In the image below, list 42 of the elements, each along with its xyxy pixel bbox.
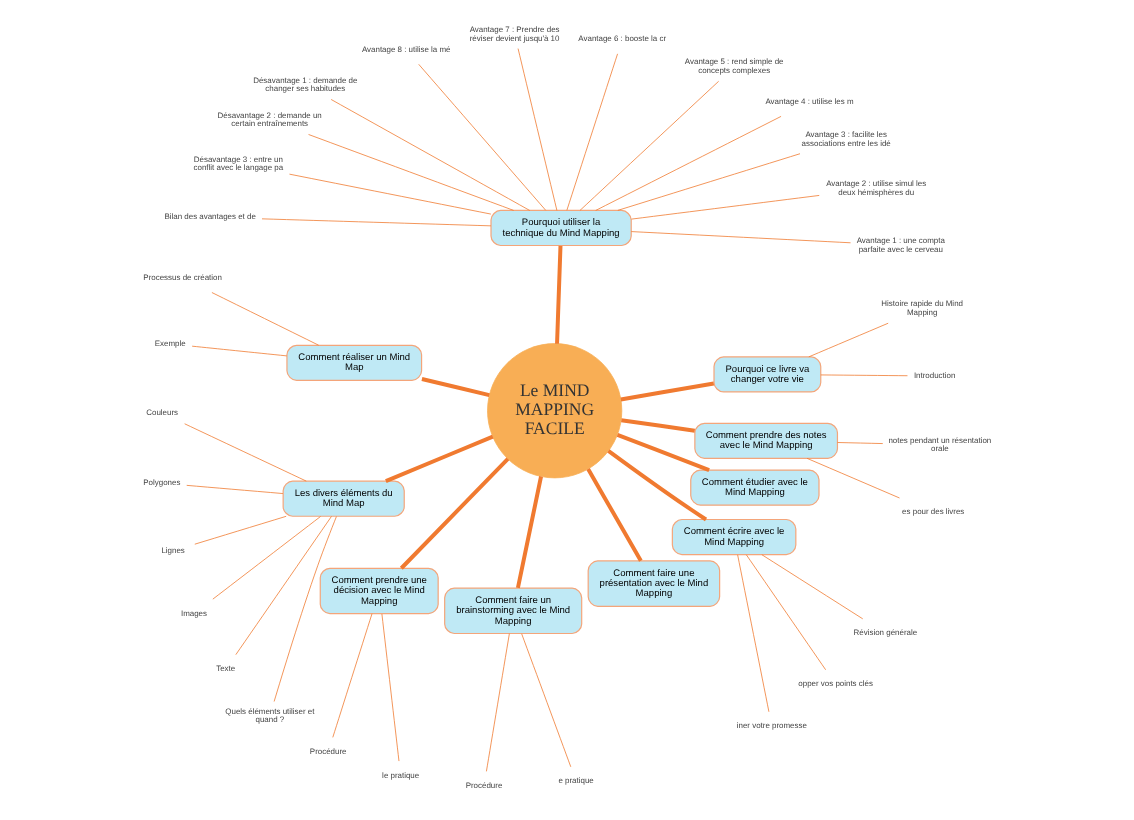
connector xyxy=(630,231,851,244)
connector xyxy=(745,554,827,671)
connector xyxy=(761,554,864,620)
connector xyxy=(235,515,332,656)
connector xyxy=(555,245,563,344)
connector xyxy=(308,134,515,211)
connector xyxy=(184,423,307,482)
connector xyxy=(273,516,337,702)
connector xyxy=(566,53,618,211)
connector xyxy=(616,433,710,472)
connector xyxy=(586,468,643,562)
connector xyxy=(385,434,494,483)
connector xyxy=(820,374,908,377)
connector xyxy=(737,554,770,713)
connector xyxy=(418,63,547,211)
connector xyxy=(837,442,884,444)
connector xyxy=(212,516,321,600)
connector xyxy=(289,173,492,215)
connector xyxy=(517,48,558,211)
connector xyxy=(806,457,900,499)
connector xyxy=(631,195,820,220)
node-circle: Le MIND MAPPING FACILE xyxy=(487,343,623,479)
connector xyxy=(261,218,492,227)
connector xyxy=(607,449,708,522)
connector xyxy=(186,484,284,494)
connector xyxy=(381,613,400,762)
connector xyxy=(617,153,801,211)
connector xyxy=(515,476,543,589)
connector xyxy=(332,613,373,738)
connector xyxy=(194,515,287,545)
connector xyxy=(595,116,782,211)
connector xyxy=(421,377,490,398)
connector xyxy=(191,345,288,357)
connector xyxy=(808,322,889,358)
connector xyxy=(486,633,510,772)
connector xyxy=(521,633,572,768)
connector xyxy=(399,457,510,570)
connector xyxy=(621,418,696,433)
connector xyxy=(579,80,720,211)
connector xyxy=(620,381,715,402)
connector xyxy=(330,99,531,211)
connector xyxy=(211,292,320,346)
